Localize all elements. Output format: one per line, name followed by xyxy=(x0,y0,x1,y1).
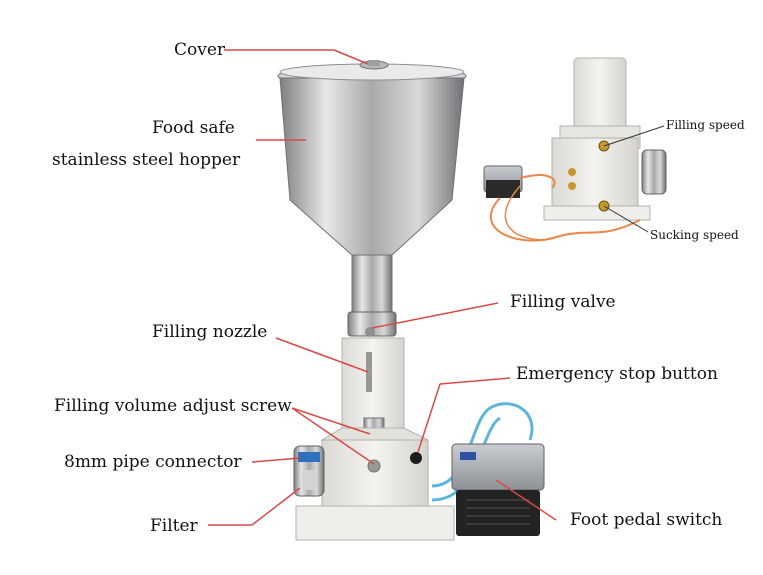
foot-pedal-label: Foot pedal switch xyxy=(570,510,723,530)
emergency-stop-label: Emergency stop button xyxy=(516,364,718,384)
filling-nozzle-label: Filling nozzle xyxy=(152,322,268,342)
hopper-label-line2: stainless steel hopper xyxy=(52,150,241,170)
filter xyxy=(293,445,325,497)
foot-pedal xyxy=(451,443,545,536)
pipe-connector-label: 8mm pipe connector xyxy=(64,452,242,472)
cover-label: Cover xyxy=(174,40,226,60)
hopper xyxy=(277,65,467,316)
machine-body xyxy=(295,337,455,541)
sucking-speed-label: Sucking speed xyxy=(650,228,739,242)
filling-valve-label: Filling valve xyxy=(510,292,616,312)
volume-screw-label: Filling volume adjust screw xyxy=(54,396,292,416)
inset-back-view xyxy=(483,57,667,242)
hopper-label-line1: Food safe xyxy=(152,118,235,138)
cover xyxy=(279,60,465,81)
filling-speed-label: Filling speed xyxy=(666,118,745,132)
filter-label: Filter xyxy=(150,516,198,536)
leader-lines xyxy=(208,49,557,526)
